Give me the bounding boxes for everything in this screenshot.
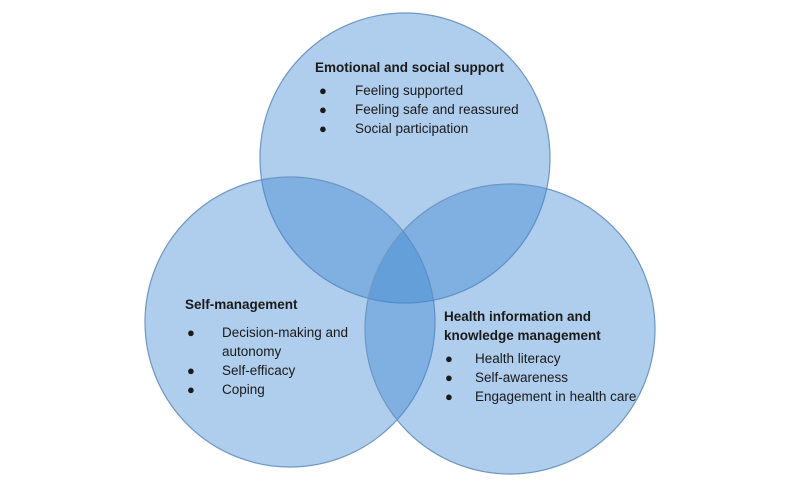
- health-information-list: ●Health literacy ●Self-awareness ●Engage…: [444, 349, 654, 406]
- self-management-title: Self-management: [185, 297, 298, 312]
- list-item: ●Self-awareness: [445, 370, 569, 385]
- list-item: ●Engagement in health care: [445, 389, 637, 404]
- circle-self-management: [144, 176, 436, 468]
- bullet-icon: ●: [187, 363, 195, 378]
- list-item: ●Decision-making and autonomy: [187, 325, 349, 359]
- circle-emotional-social-support: [259, 12, 551, 304]
- circle-health-information: [364, 183, 656, 475]
- emotional-social-support-label: Emotional and social support ●Feeling su…: [315, 58, 535, 138]
- bullet-icon: ●: [445, 370, 453, 385]
- bullet-icon: ●: [187, 382, 195, 397]
- health-information-label: Health information and knowledge managem…: [444, 307, 654, 406]
- list-item: ●Health literacy: [445, 351, 561, 366]
- self-management-list: ●Decision-making and autonomy ●Self-effi…: [185, 323, 385, 399]
- bullet-icon: ●: [319, 102, 327, 117]
- list-item: ●Self-efficacy: [187, 363, 296, 378]
- emotional-social-support-title: Emotional and social support: [315, 60, 505, 75]
- bullet-icon: ●: [319, 121, 327, 136]
- bullet-icon: ●: [445, 389, 453, 404]
- health-information-title: Health information and knowledge managem…: [444, 309, 601, 343]
- bullet-icon: ●: [187, 325, 195, 340]
- self-management-label: Self-management ●Decision-making and aut…: [185, 295, 385, 399]
- bullet-icon: ●: [445, 351, 453, 366]
- bullet-icon: ●: [319, 83, 327, 98]
- list-item: ●Social participation: [319, 121, 469, 136]
- emotional-social-support-list: ●Feeling supported ●Feeling safe and rea…: [315, 81, 535, 138]
- list-item: ●Coping: [187, 382, 265, 397]
- list-item: ●Feeling safe and reassured: [319, 102, 519, 117]
- list-item: ●Feeling supported: [319, 83, 464, 98]
